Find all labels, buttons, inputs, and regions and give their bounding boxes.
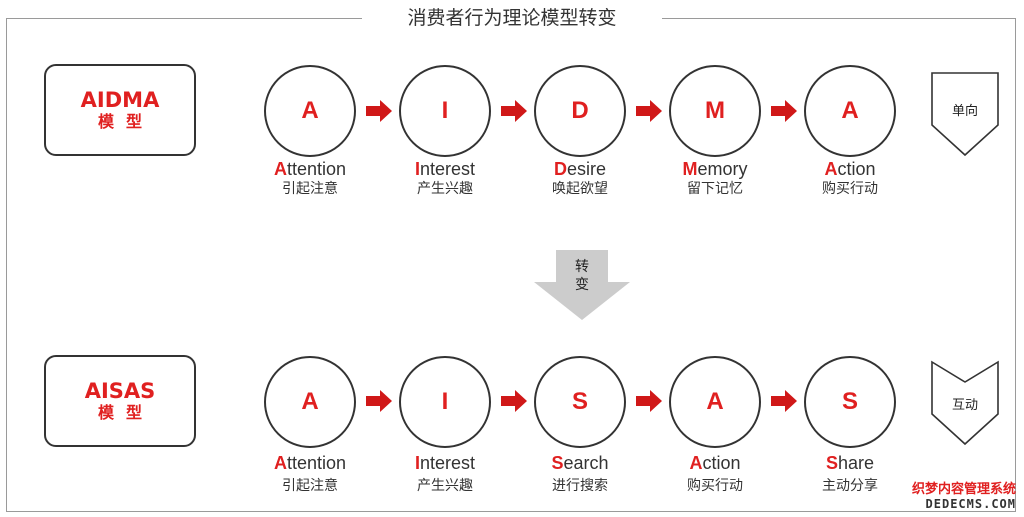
transition-label-line1: 转 (575, 259, 589, 275)
aidma-step-3-cn: 唤起欲望 (552, 181, 608, 197)
watermark-line2: DEDECMS.COM (925, 497, 1016, 511)
aisas-mode-label: 互动 (951, 398, 978, 413)
aisas-step-2-label: Interest (414, 453, 476, 473)
aidma-step-5-cn: 购买行动 (822, 181, 878, 197)
arrow-right-icon (501, 100, 527, 122)
aidma-step-3-label: Desire (553, 159, 606, 179)
aidma-model-box: AIDMA 模型 (44, 64, 196, 156)
aidma-step-2-cn: 产生兴趣 (417, 181, 473, 197)
aisas-step-5-circle: S (804, 356, 896, 448)
aidma-step-1-label: Attention (273, 159, 347, 179)
aisas-step-5-label: Share (825, 453, 875, 473)
aisas-step-3-label: Search (551, 453, 609, 473)
arrow-right-icon (636, 100, 662, 122)
aisas-step-1-circle: A (264, 356, 356, 448)
aidma-step-5-circle: A (804, 65, 896, 157)
aidma-mode-label: 单向 (951, 104, 978, 119)
arrow-right-icon (366, 390, 392, 412)
aisas-model-name: AISAS (84, 379, 156, 403)
arrow-right-icon (771, 390, 797, 412)
aidma-step-4-circle: M (669, 65, 761, 157)
aisas-mode-pentagon-icon (931, 360, 999, 446)
arrow-right-icon (501, 390, 527, 412)
aisas-model-box: AISAS 模型 (44, 355, 196, 447)
diagram-title: 消费者行为理论模型转变 (362, 4, 662, 32)
aidma-step-4-cn: 留下记忆 (687, 181, 743, 197)
aisas-model-sub: 模型 (97, 403, 154, 422)
aisas-step-3-cn: 进行搜索 (552, 478, 608, 494)
aisas-step-1-label: Attention (273, 453, 347, 473)
transition-label-line2: 变 (575, 277, 589, 293)
aisas-step-5-cn: 主动分享 (822, 478, 878, 494)
aisas-step-4-label: Action (689, 453, 741, 473)
aisas-step-1-cn: 引起注意 (282, 478, 338, 494)
aidma-model-name: AIDMA (80, 88, 160, 112)
aisas-step-4-cn: 购买行动 (687, 478, 743, 494)
aidma-mode-pentagon-icon (931, 72, 999, 157)
arrow-right-icon (636, 390, 662, 412)
watermark-line1: 织梦内容管理系统 (911, 482, 1016, 497)
aidma-step-1-cn: 引起注意 (282, 181, 338, 197)
aidma-step-1-circle: A (264, 65, 356, 157)
aidma-step-4-label: Memory (682, 159, 748, 179)
aisas-step-2-cn: 产生兴趣 (417, 478, 473, 494)
arrow-right-icon (366, 100, 392, 122)
aidma-step-2-label: Interest (414, 159, 476, 179)
aidma-step-2-circle: I (399, 65, 491, 157)
arrow-right-icon (771, 100, 797, 122)
aisas-step-3-circle: S (534, 356, 626, 448)
aidma-model-sub: 模型 (97, 112, 154, 131)
aidma-step-3-circle: D (534, 65, 626, 157)
watermark: 织梦内容管理系统 DEDECMS.COM (912, 482, 1016, 512)
aisas-step-4-circle: A (669, 356, 761, 448)
aidma-step-5-label: Action (824, 159, 876, 179)
transition-arrow-down-icon (534, 250, 630, 320)
aisas-step-2-circle: I (399, 356, 491, 448)
